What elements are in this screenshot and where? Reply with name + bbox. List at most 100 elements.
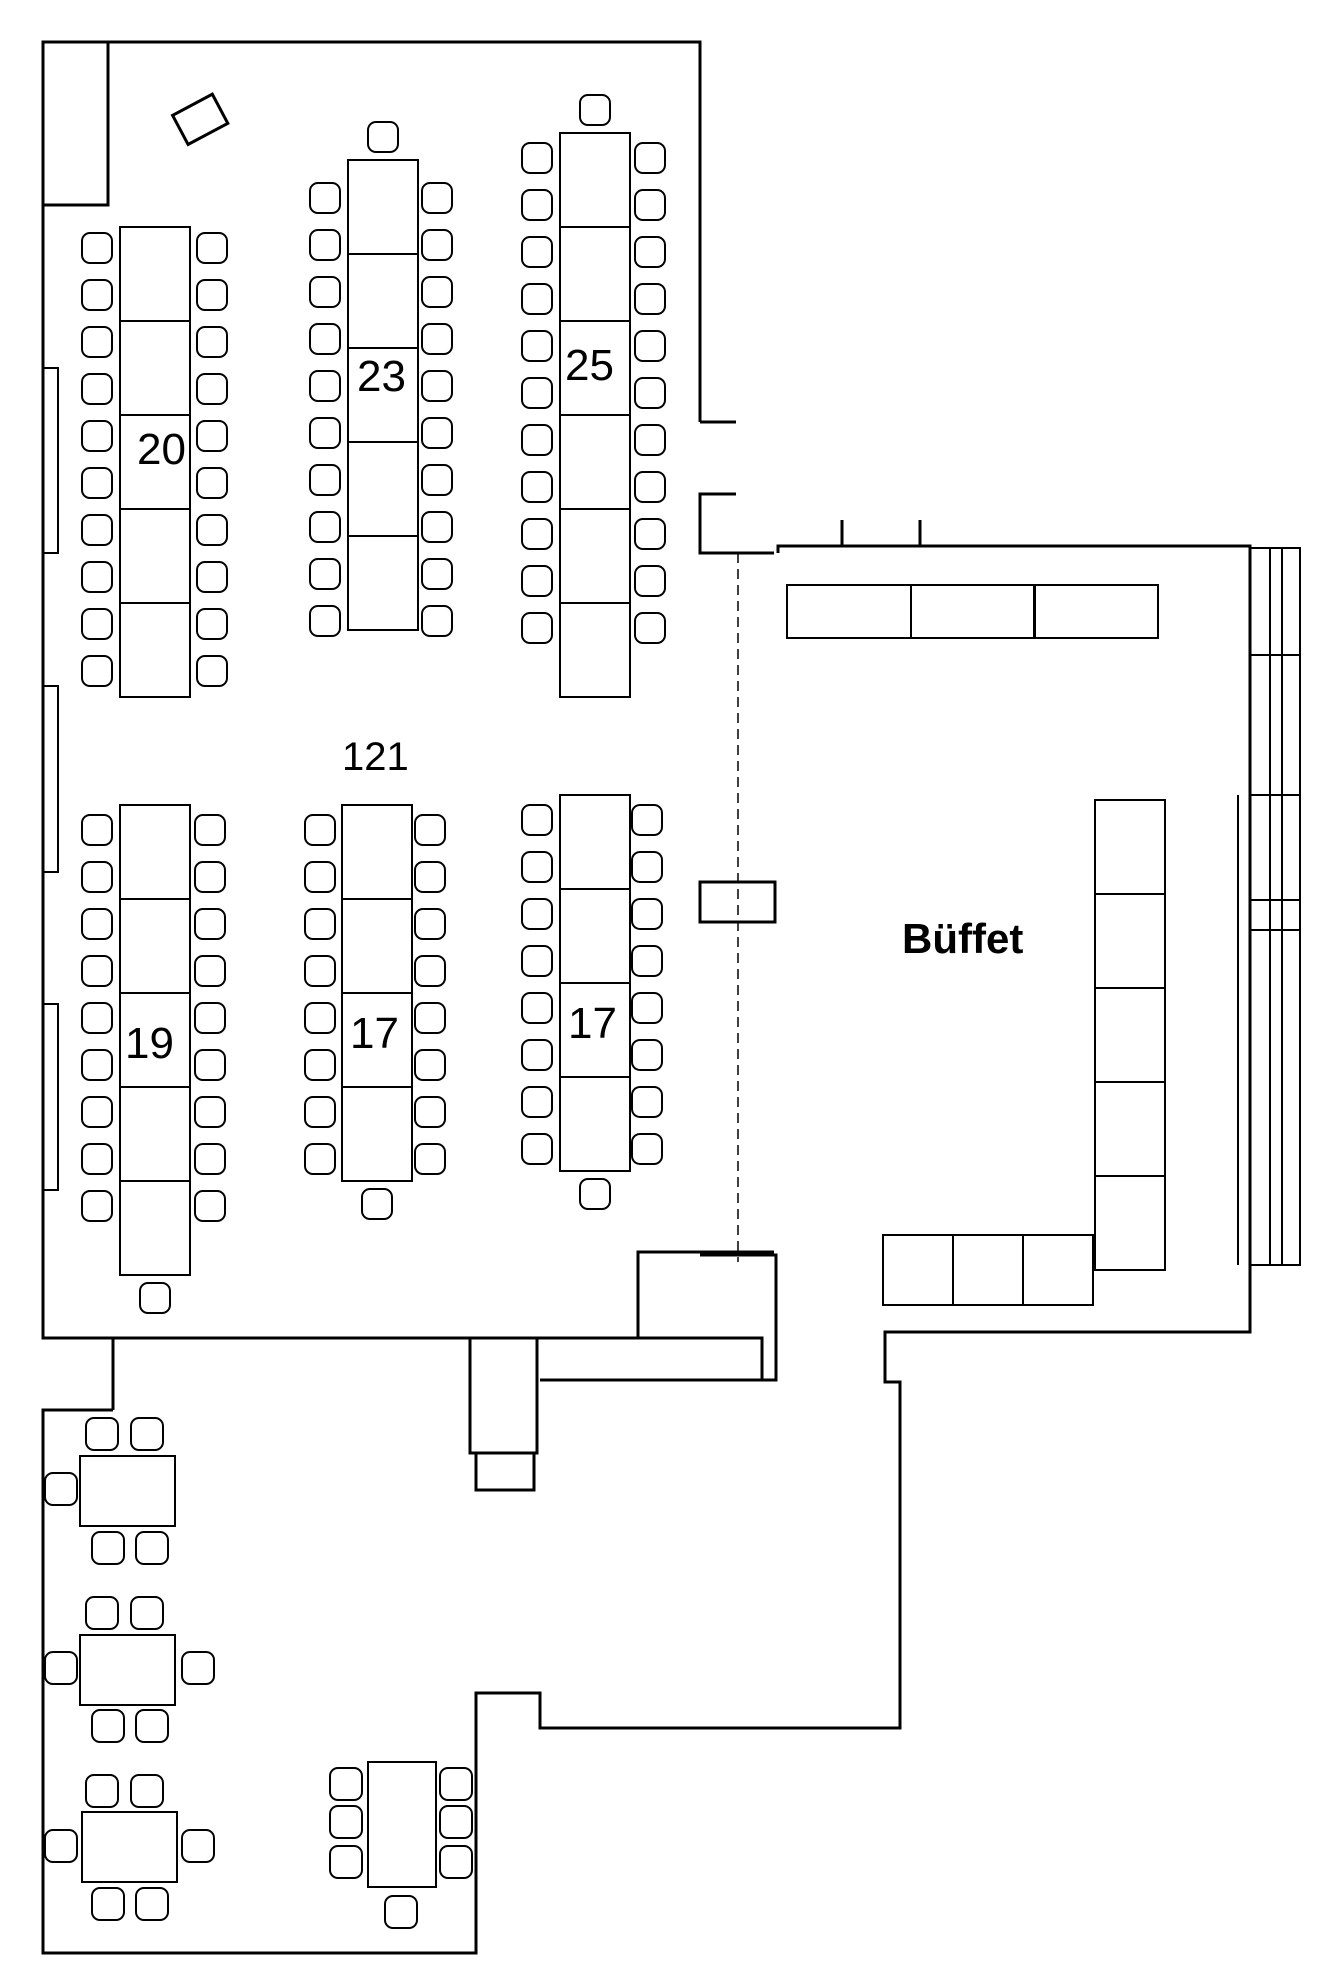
table-segment — [559, 508, 631, 604]
chair — [194, 814, 226, 846]
chair — [329, 1805, 363, 1839]
table-segment — [347, 441, 419, 537]
chair — [309, 323, 341, 355]
chair — [634, 189, 666, 221]
table-segment — [347, 159, 419, 255]
room-total-seats: 121 — [342, 735, 409, 779]
lounge-table — [79, 1634, 176, 1706]
chair — [135, 1709, 169, 1743]
chair — [181, 1651, 215, 1685]
chair — [414, 861, 446, 893]
buffet-counter — [1022, 1234, 1094, 1306]
chair — [81, 1002, 113, 1034]
chair — [421, 464, 453, 496]
chair — [304, 908, 336, 940]
chair — [634, 565, 666, 597]
chair — [81, 467, 113, 499]
chair — [130, 1774, 164, 1808]
chair — [196, 514, 228, 546]
table-capacity-17-middle: 17 — [350, 1009, 399, 1058]
chair — [304, 814, 336, 846]
table-segment — [119, 226, 191, 322]
chair — [81, 420, 113, 452]
chair — [634, 518, 666, 550]
chair — [634, 236, 666, 268]
buffet-counter — [952, 1234, 1024, 1306]
chair — [521, 898, 553, 930]
table-25 — [521, 94, 666, 698]
chair — [384, 1895, 418, 1929]
chair — [421, 182, 453, 214]
chair — [304, 861, 336, 893]
chair — [196, 279, 228, 311]
chair — [194, 1049, 226, 1081]
chair — [579, 94, 611, 126]
chair — [44, 1829, 78, 1863]
chair — [631, 804, 663, 836]
chair — [631, 1039, 663, 1071]
buffet-counter — [1094, 1175, 1166, 1271]
lounge-table-group — [44, 1774, 215, 1921]
chair — [421, 229, 453, 261]
buffet-counter — [910, 584, 1036, 639]
chair — [196, 608, 228, 640]
table-segment — [119, 1180, 191, 1276]
banquet-tables — [81, 94, 666, 1314]
chair — [421, 323, 453, 355]
chair — [521, 612, 553, 644]
chair — [81, 1143, 113, 1175]
chair — [634, 283, 666, 315]
chair — [631, 1133, 663, 1165]
chair — [309, 417, 341, 449]
chair — [135, 1887, 169, 1921]
chair — [521, 1086, 553, 1118]
table-20 — [81, 226, 228, 698]
chair — [367, 121, 399, 153]
chair — [309, 511, 341, 543]
chair — [196, 326, 228, 358]
chair — [521, 851, 553, 883]
lounge-table — [367, 1761, 437, 1888]
chair — [181, 1829, 215, 1863]
chair — [44, 1472, 78, 1506]
chair — [309, 229, 341, 261]
chair — [521, 1039, 553, 1071]
chair — [521, 424, 553, 456]
lounge-table-group — [329, 1761, 473, 1929]
lounge-tables — [44, 1417, 473, 1929]
chair — [304, 1096, 336, 1128]
chair — [194, 861, 226, 893]
table-capacity-17-right: 17 — [568, 999, 617, 1048]
table-segment — [559, 414, 631, 510]
table-segment — [341, 804, 413, 900]
chair — [521, 236, 553, 268]
chair — [44, 1651, 78, 1685]
main-room-wall-bottom — [43, 1336, 115, 1410]
table-19 — [81, 804, 226, 1314]
chair — [421, 276, 453, 308]
chair — [194, 1002, 226, 1034]
table-segment — [347, 253, 419, 349]
main-room-right-lower — [636, 1250, 774, 1338]
chair — [194, 1143, 226, 1175]
buffet-tables — [786, 584, 1166, 1306]
chair — [304, 1002, 336, 1034]
buffet-area-label: Büffet — [902, 915, 1023, 962]
chair — [414, 814, 446, 846]
lounge-table — [79, 1455, 176, 1527]
chair — [634, 612, 666, 644]
table-capacity-23: 23 — [357, 352, 406, 401]
chair — [196, 373, 228, 405]
chair — [634, 424, 666, 456]
table-segment — [341, 898, 413, 994]
chair — [81, 514, 113, 546]
table-capacity-19: 19 — [125, 1019, 174, 1068]
chair — [439, 1845, 473, 1879]
buffet-counter — [1033, 584, 1159, 639]
chair — [634, 377, 666, 409]
chair — [196, 232, 228, 264]
corner-block — [41, 40, 110, 207]
chair — [414, 1002, 446, 1034]
chair — [521, 377, 553, 409]
chair — [196, 655, 228, 687]
